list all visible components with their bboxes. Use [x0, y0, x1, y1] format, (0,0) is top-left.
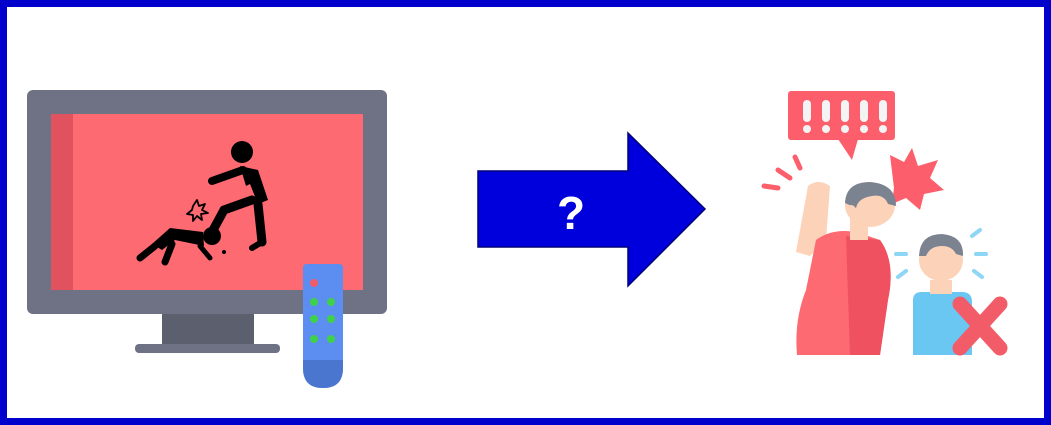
arrow-label: ? — [557, 187, 585, 239]
violent-scene-icon — [136, 141, 268, 266]
angry-adult-scolding-child-icon — [761, 91, 1008, 356]
arrow-connector: ? — [477, 131, 707, 288]
remote-control-icon — [303, 264, 343, 388]
tv-icon — [27, 90, 387, 388]
angry-adult-icon — [796, 182, 896, 355]
exclamation-speech-bubble-icon — [788, 91, 895, 160]
anger-burst-icon — [890, 148, 944, 210]
red-cross-icon — [952, 296, 1008, 356]
tv-stand-base — [135, 344, 280, 353]
tv-screen-shade — [51, 114, 73, 290]
tv-stand-neck — [162, 312, 254, 346]
tv-screen — [51, 114, 363, 290]
motion-lines-icon — [761, 154, 803, 191]
